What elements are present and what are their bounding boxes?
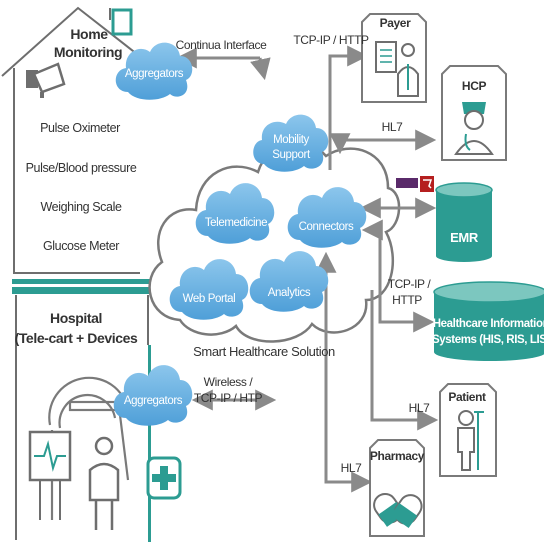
device-glucose-meter: Glucose Meter <box>42 239 120 253</box>
device-blood-pressure: Pulse/Blood pressure <box>25 161 137 175</box>
vital-monitor-icon <box>28 430 72 520</box>
mobility-label-line2: Support <box>272 149 310 161</box>
wireless-label-line1: Wireless / <box>203 375 253 389</box>
hospital-title-line2: (Tele-cart + Devices <box>14 330 138 346</box>
medical-cross-icon <box>146 456 182 500</box>
hcp-label: HCP <box>461 79 487 93</box>
arrow-continua-down <box>250 57 271 81</box>
emr-label: EMR <box>450 230 478 245</box>
telemedicine-label: Telemedicine <box>204 217 268 229</box>
analytics-label: Analytics <box>267 287 311 299</box>
his-label-line1: Healthcare Information <box>432 318 544 330</box>
pharmacy-label: Pharmacy <box>369 449 425 463</box>
device-pulse-oximeter: Pulse Oximeter <box>40 121 120 135</box>
aggregators-top-label: Aggregators <box>124 68 184 80</box>
webportal-label: Web Portal <box>182 293 236 305</box>
emr-database <box>435 182 493 262</box>
connectors-label: Connectors <box>298 221 354 233</box>
hospital-outline <box>12 279 152 542</box>
analytics-cloud <box>249 251 329 312</box>
hospital-title-line1: Hospital <box>49 310 103 326</box>
aggregator-cloud-bottom <box>113 365 193 426</box>
arrow-hcp <box>329 129 437 155</box>
his-database <box>433 281 544 361</box>
connectors-cloud <box>287 187 367 248</box>
connection-arrows <box>175 45 439 493</box>
cloud-shapes <box>113 42 367 426</box>
payer-card <box>361 13 427 103</box>
telemedicine-cloud <box>195 183 275 244</box>
his-protocol-line2: HTTP <box>392 293 422 307</box>
hcp-protocol-label: HL7 <box>381 120 403 134</box>
aggregators-bottom-label: Aggregators <box>123 395 183 407</box>
arrow-his <box>361 219 435 333</box>
aggregator-cloud-top <box>115 42 193 100</box>
solution-title: Smart Healthcare Solution <box>193 344 335 359</box>
continua-interface-label: Continua Interface <box>175 38 267 52</box>
hcp-card <box>441 65 507 161</box>
ihe-logo <box>396 176 434 192</box>
home-chimney <box>111 8 133 36</box>
wireless-label-line2: TCP-IP / HTP <box>193 391 263 405</box>
patient-label: Patient <box>448 390 486 404</box>
patient-protocol-label: HL7 <box>408 401 430 415</box>
mobility-label-line1: Mobility <box>273 134 309 146</box>
clinician-icon <box>88 436 120 530</box>
pharmacy-card <box>369 439 425 537</box>
device-weighing-scale: Weighing Scale <box>40 200 122 214</box>
arrow-pharmacy <box>315 251 373 493</box>
pharmacy-protocol-label: HL7 <box>340 461 362 475</box>
payer-label: Payer <box>379 16 411 30</box>
his-protocol-line1: TCP-IP / <box>387 277 431 291</box>
webportal-cloud <box>169 259 249 320</box>
mobility-cloud <box>253 114 329 172</box>
home-title-line2: Monitoring <box>53 44 123 60</box>
payer-protocol-label: TCP-IP / HTTP <box>293 33 369 47</box>
his-label-line2: Systems (HIS, RIS, LIS) <box>432 334 544 346</box>
camera-icon <box>26 62 66 98</box>
patient-card <box>439 383 497 477</box>
home-title-line1: Home <box>70 26 108 42</box>
